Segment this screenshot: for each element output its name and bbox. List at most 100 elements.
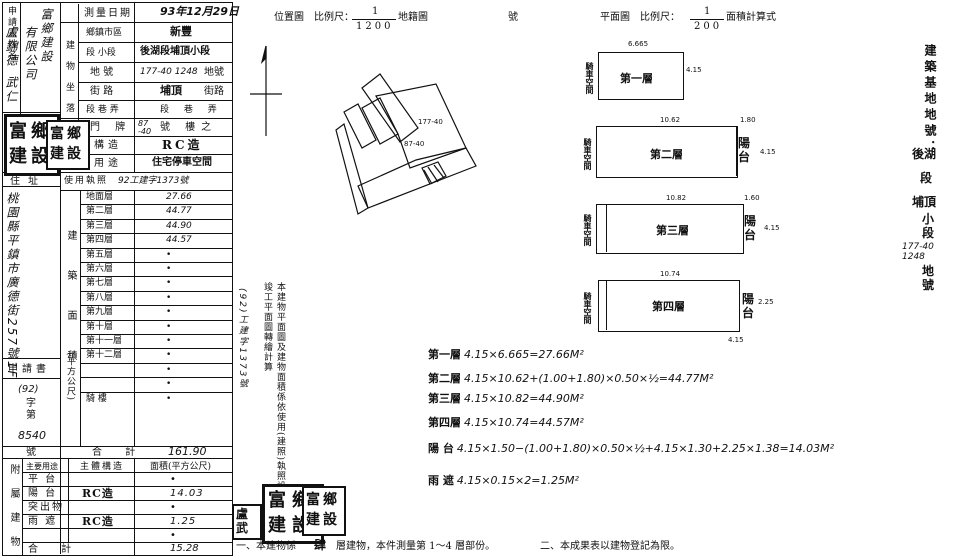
floor1-name: 第一層 — [620, 72, 653, 85]
calculation-label: 陽 台 — [428, 442, 454, 455]
main-use-value: 住宅停車空間 — [152, 157, 212, 168]
seal-glyph-bottom-2: 富鄉建設 — [306, 492, 340, 528]
footer-note2: 二、本成果表以建物登記為限。 — [540, 541, 680, 552]
land-subsection: 埔頂 — [912, 195, 937, 209]
calculation-formula: 4.15×10.62+(1.00+1.80)×0.50×½=44.77M² — [464, 372, 714, 385]
address-value: 桃園縣平鎮市廣德街257號1F — [5, 192, 19, 380]
floor4-bal-dim: 2.25 — [758, 298, 774, 306]
floor-row-area: 27.66 — [166, 192, 192, 202]
floor3-plan — [596, 204, 744, 254]
address-label: 住址 — [10, 176, 46, 187]
floor-row-name: 第七層 — [86, 278, 114, 289]
gate-suffix: 號 樓之 — [160, 122, 218, 133]
attached-row-area: 1.25 — [170, 516, 197, 527]
attached-row-area: • — [170, 474, 177, 485]
location-map-label: 位置圖 — [274, 12, 304, 23]
attached-col-use: 主要用途 — [26, 462, 58, 471]
floor4-side-dim: 4.15 — [728, 336, 744, 344]
floor3-balcony: 陽台 — [744, 214, 757, 242]
floor2-side-dim: 4.15 — [760, 148, 776, 156]
floor-row-area: 44.77 — [166, 206, 192, 217]
floor2-name: 第二層 — [650, 148, 683, 161]
location-map-suffix: 地籍圖 — [398, 12, 428, 23]
calculation-label: 第二層 — [428, 372, 461, 385]
plan-label: 平面圖 — [600, 12, 630, 23]
lot-label: 地 號 — [90, 67, 114, 78]
survey-date-value: 93年12月29日 — [160, 5, 239, 18]
small-seal-glyph: 盧武 — [236, 507, 249, 535]
footer-note1-floor: 肆 — [314, 538, 327, 552]
plan-scale-den: 200 — [694, 21, 723, 32]
floor4-side-label: 騎車空間 — [583, 292, 593, 324]
floor-row-area: • — [166, 321, 172, 332]
floor-row-name: 騎 樓 — [86, 393, 107, 404]
floor-row-name: 第八層 — [86, 292, 114, 303]
main-structure-value: RC造 — [162, 138, 203, 152]
attached-row-area: • — [170, 502, 177, 513]
attached-row-use: 陽 台 — [28, 488, 58, 499]
floor2-balcony: 陽台 — [738, 136, 751, 164]
permit-label: 使用執照 — [64, 176, 109, 186]
applicant-name-3: 盧錦德 — [4, 26, 18, 68]
floor-total-value: 161.90 — [168, 445, 207, 458]
floor-row-area: • — [166, 278, 172, 289]
attached-row-area: • — [170, 530, 177, 541]
footer-note1-suffix: 層建物，本件測量第 1〜4 層部份。 — [336, 541, 496, 552]
calculation-label: 雨 遮 — [428, 474, 454, 487]
street-label: 街 路 — [90, 86, 114, 97]
company-seal-bottom-2: 富鄉建設 — [302, 486, 346, 536]
plan-scale-num: 1 — [704, 6, 711, 17]
calculation-label: 第三層 — [428, 392, 461, 405]
floor-row-name: 第四層 — [86, 235, 114, 246]
plan-scale-label: 比例尺： — [640, 12, 680, 23]
applicant-label: 申請人姓名 — [6, 6, 16, 61]
floor2-bal-dim: 1.80 — [740, 116, 756, 124]
permit-value: 92工建字1373號 — [118, 176, 189, 186]
attached-total-label: 合 計 — [28, 544, 82, 555]
applicant-name-1: 富鄉建設 — [39, 8, 53, 64]
floor-row-name: 第五層 — [86, 249, 114, 260]
company-seal-top-2: 富鄉建設 — [46, 120, 90, 170]
applicant-name-4: 武仁 — [4, 76, 18, 104]
attached-row-use: 平 台 — [28, 474, 58, 485]
design-note: 本建物平面圖及建物面積係依使用(建照)執照設計圖或竣工平面圖轉繪計算 — [262, 282, 285, 522]
floor-row-area: • — [166, 379, 172, 390]
location-map-drawing: 87-40 177-40 — [250, 45, 477, 215]
floor3-name: 第三層 — [656, 224, 689, 237]
floor-row-area: • — [166, 307, 172, 318]
land-duan: 段 — [920, 171, 933, 185]
calculation-formula: 4.15×6.665=27.66M² — [464, 348, 584, 361]
city-label: 鄉鎮市區 — [86, 28, 123, 38]
calculation-label: 第一層 — [428, 348, 461, 361]
floor-total-label: 合 計 — [92, 447, 146, 458]
floor4-top-dim: 10.74 — [660, 270, 681, 278]
attached-row-struct: RC造 — [82, 487, 114, 500]
floor-row-name: 第十一層 — [86, 336, 123, 346]
attached-label: 附屬建物 — [8, 464, 19, 560]
land-info-title: 建築基地地號： — [923, 44, 937, 156]
floor2-plan — [596, 126, 738, 178]
attached-col-struct: 主體構造 — [80, 462, 125, 472]
floor-row-area: • — [166, 292, 172, 303]
floor-row-area: • — [166, 364, 172, 375]
apply-word: 字第 — [26, 398, 36, 421]
city-value: 新豐 — [170, 25, 192, 38]
apply-label: 申請書 — [8, 364, 50, 375]
calculation-label: 第四層 — [428, 416, 461, 429]
floor1-side-label: 騎車空間 — [585, 62, 595, 94]
floor-row-area: • — [166, 336, 172, 346]
survey-date-label: 測量日期 — [84, 8, 132, 19]
main-structure-label: 主體構造 — [66, 140, 122, 151]
calculation-formula: 4.15×1.50−(1.00+1.80)×0.50×½+4.15×1.30+2… — [456, 442, 835, 455]
floor3-side-label: 騎車空間 — [583, 214, 593, 246]
apply-suffix: 號 — [26, 447, 36, 458]
main-use-label: 主要用途 — [66, 158, 122, 169]
floor-row-area: • — [166, 393, 172, 404]
land-lot: 177-40 1248 — [902, 242, 934, 262]
floor1-side-dim: 4.15 — [686, 66, 702, 74]
